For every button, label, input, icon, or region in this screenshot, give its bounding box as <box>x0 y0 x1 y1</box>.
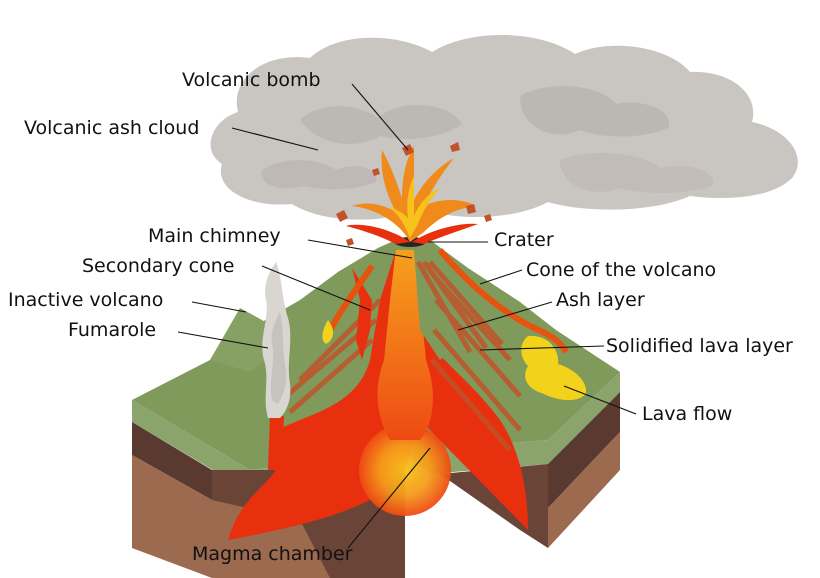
solidified-lava-layer <box>415 260 522 452</box>
label-solidified-lava-layer: Solidified lava layer <box>606 335 793 357</box>
fumarole-steam <box>262 262 291 418</box>
label-cone-of-the-volcano: Cone of the volcano <box>526 259 716 281</box>
cutaway-interior <box>212 248 528 578</box>
label-crater: Crater <box>494 229 554 251</box>
label-inactive-volcano: Inactive volcano <box>8 289 163 311</box>
label-lava-flow: Lava flow <box>642 403 732 425</box>
label-secondary-cone: Secondary cone <box>82 255 234 277</box>
label-magma-chamber: Magma chamber <box>192 543 353 565</box>
label-main-chimney: Main chimney <box>148 225 281 247</box>
label-volcanic-ash-cloud: Volcanic ash cloud <box>24 117 199 139</box>
label-ash-layer: Ash layer <box>556 289 645 311</box>
label-volcanic-bomb: Volcanic bomb <box>182 69 321 91</box>
volcano-cone <box>284 237 569 452</box>
eruption-plume <box>346 146 478 244</box>
label-fumarole: Fumarole <box>68 319 156 341</box>
secondary-cone <box>352 268 372 360</box>
lava-flow <box>521 335 587 401</box>
labels: Volcanic bomb Volcanic ash cloud Main ch… <box>8 69 793 565</box>
volcanic-ash-cloud <box>210 34 798 220</box>
leader-lines <box>177 83 637 549</box>
